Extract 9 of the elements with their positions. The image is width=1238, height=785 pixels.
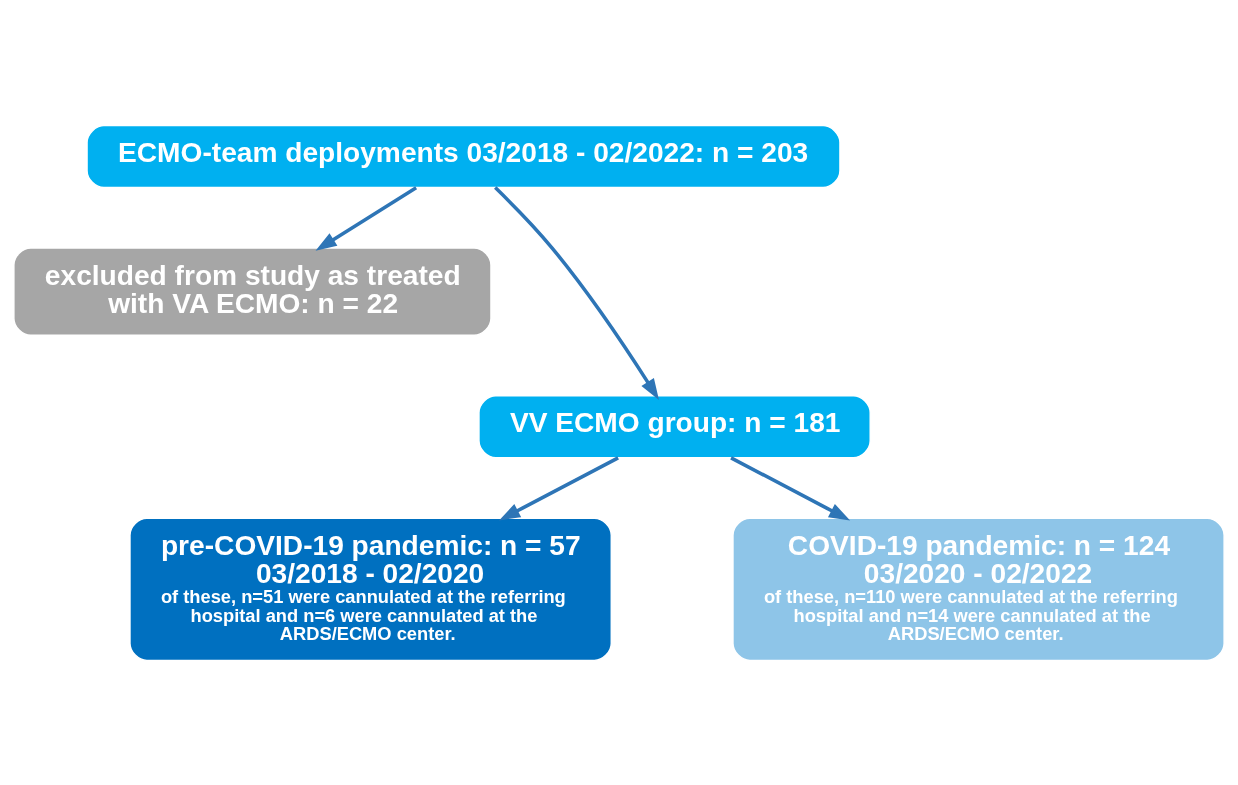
arrow (499, 455, 619, 520)
arrow (730, 455, 851, 520)
node-box: COVID-19 pandemic: n = 124 03/2020 - 02/2022 of these, n=110 were cannulated at the referring hospital and n=14 were cannulated at the ARDS/ECMO center. (732, 517, 1225, 661)
arrow (494, 185, 659, 400)
node-box: VV ECMO group: n = 181 (478, 394, 871, 458)
node-box: ECMO-team deployments 03/2018 - 02/2022: n = 203 (86, 124, 841, 188)
arrow (315, 185, 418, 251)
node-box: pre-COVID-19 pandemic: n = 57 03/2018 - 02/2020 of these, n=51 were cannulated at the referring hospital and n=6 were cannulated at the ARDS/ECMO center. (129, 517, 612, 661)
node-box: excluded from study as treated with VA ECMO: n = 22 (13, 246, 492, 336)
